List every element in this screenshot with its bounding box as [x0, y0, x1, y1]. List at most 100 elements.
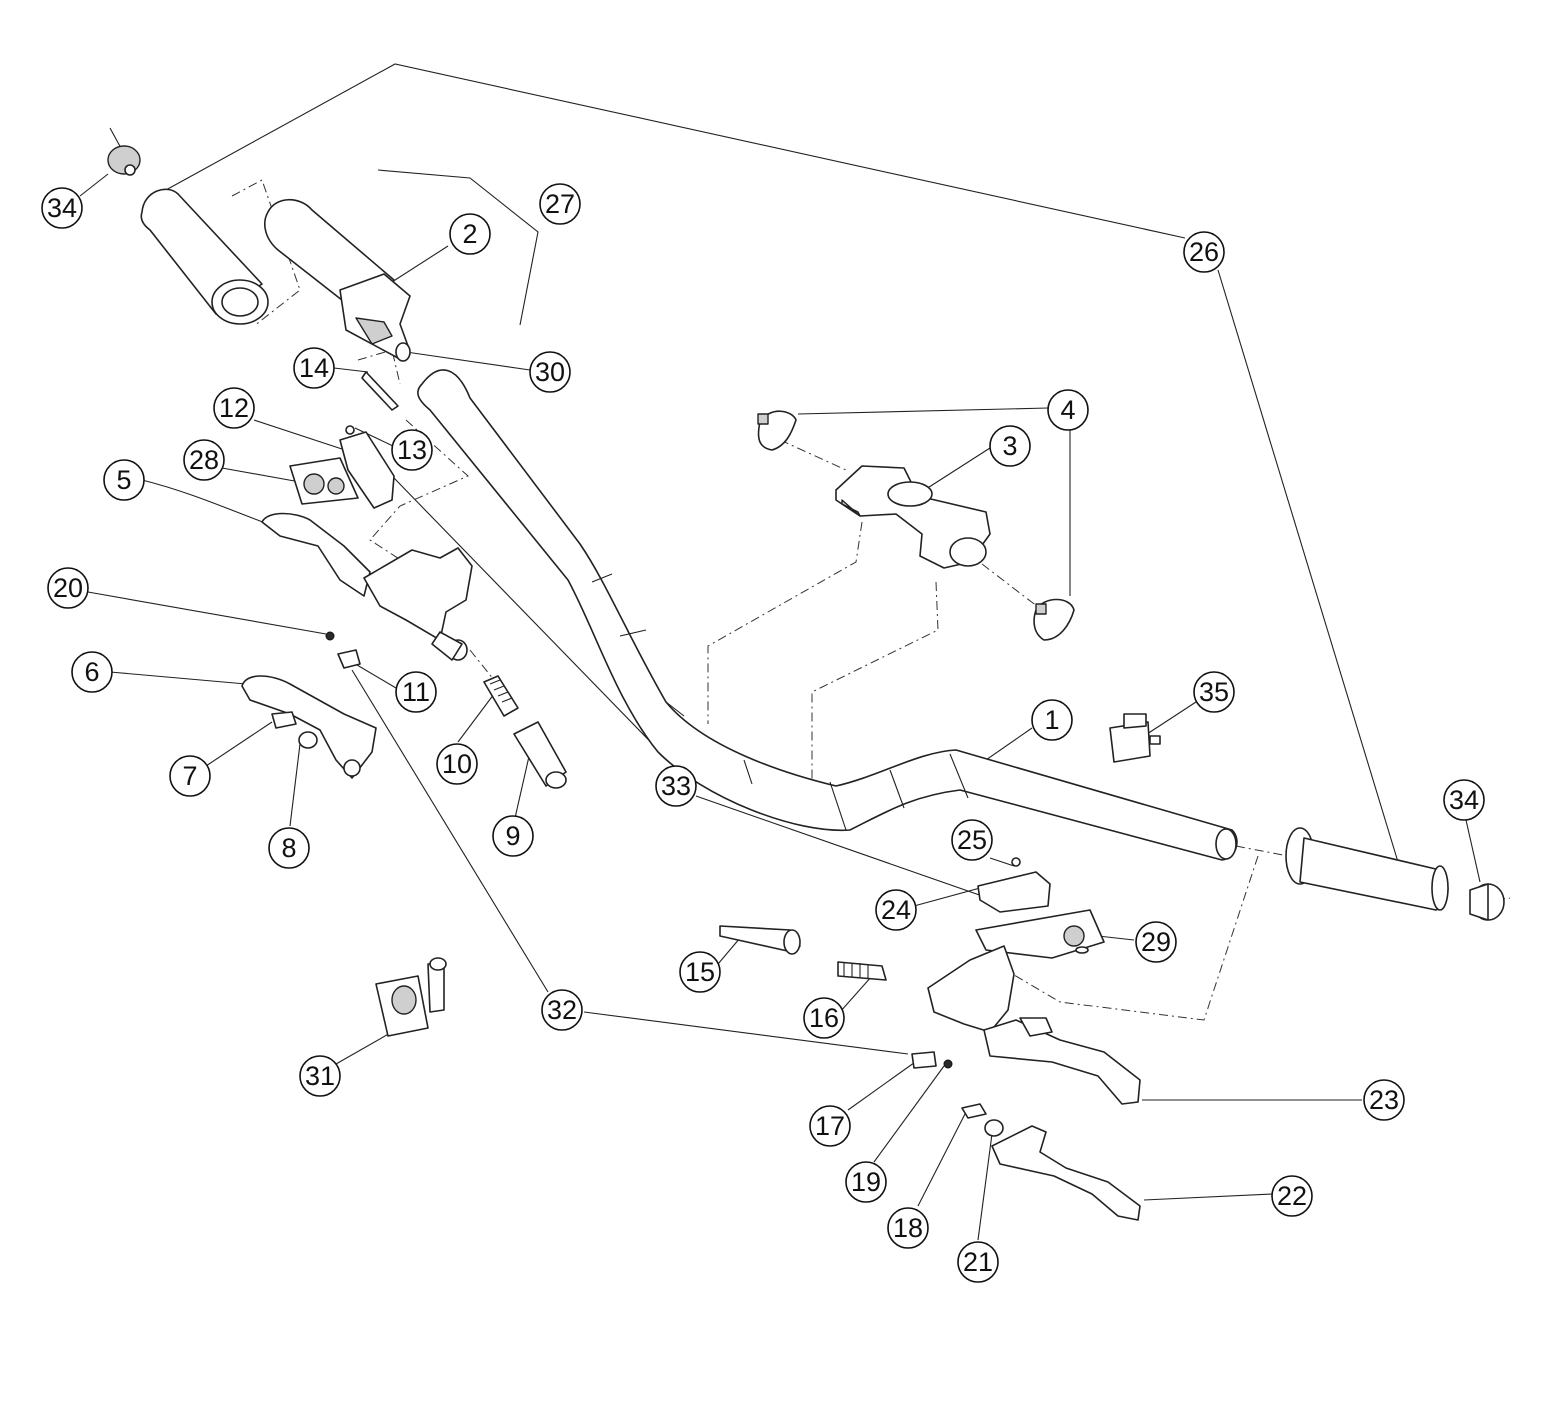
right-spring [837, 961, 887, 981]
switch-housing [375, 957, 447, 1037]
svg-text:9: 9 [505, 821, 520, 851]
callout-12: 12 [213, 387, 255, 429]
svg-text:5: 5 [116, 465, 131, 495]
callout-30: 30 [529, 351, 571, 393]
svg-text:13: 13 [397, 435, 427, 465]
svg-text:21: 21 [963, 1247, 993, 1277]
callout-29: 29 [1135, 921, 1177, 963]
callout-1: 1 [1031, 699, 1073, 741]
callout-22: 22 [1271, 1175, 1313, 1217]
callout-11: 11 [395, 671, 437, 713]
callout-21: 21 [957, 1241, 999, 1283]
left-lever-pin [271, 711, 297, 729]
callout-26: 26 [1183, 231, 1225, 273]
handlebar-tube [417, 369, 1238, 861]
svg-text:1: 1 [1044, 705, 1059, 735]
assembly-dashed-lines [231, 179, 1511, 1021]
svg-text:8: 8 [281, 833, 296, 863]
callouts: 1 2 3 4 5 6 7 8 9 10 11 12 13 14 15 16 1… [41, 183, 1485, 1283]
svg-text:34: 34 [1449, 785, 1479, 815]
callout-8: 8 [268, 827, 310, 869]
callout-23: 23 [1363, 1079, 1405, 1121]
right-brake-master-cylinder [927, 945, 1141, 1105]
left-pivot-bolt [337, 649, 361, 669]
callout-4: 4 [1047, 389, 1089, 431]
callout-19: 19 [845, 1161, 887, 1203]
callout-33: 33 [655, 765, 697, 807]
svg-text:11: 11 [402, 677, 430, 707]
callout-20: 20 [47, 567, 89, 609]
callout-2: 2 [449, 213, 491, 255]
left-grip [140, 188, 269, 325]
left-lever-washer [298, 731, 318, 749]
cable-tie-bottom [1033, 598, 1075, 641]
left-clutch-master-cylinder [261, 512, 473, 661]
callout-10: 10 [436, 743, 478, 785]
callout-27: 27 [539, 183, 581, 225]
svg-text:6: 6 [84, 657, 99, 687]
svg-text:7: 7 [182, 761, 197, 791]
leader-lines [79, 63, 1481, 1241]
callout-34-right: 34 [1443, 779, 1485, 821]
callout-18: 18 [887, 1207, 929, 1249]
svg-text:17: 17 [815, 1111, 845, 1141]
svg-text:32: 32 [547, 995, 577, 1025]
callout-5: 5 [103, 459, 145, 501]
svg-text:15: 15 [685, 957, 715, 987]
right-lever-pin [961, 1103, 987, 1119]
left-reservoir-cap [339, 425, 395, 509]
svg-text:28: 28 [189, 445, 219, 475]
parts [107, 145, 1505, 1221]
callout-24: 24 [875, 889, 917, 931]
left-clip [325, 631, 335, 641]
left-screw [361, 371, 399, 411]
callout-6: 6 [71, 651, 113, 693]
callout-13: 13 [391, 429, 433, 471]
svg-text:30: 30 [535, 357, 565, 387]
callout-31: 31 [299, 1055, 341, 1097]
cable-tie-top [757, 410, 797, 451]
svg-text:10: 10 [442, 749, 472, 779]
left-reservoir-diaphragm [289, 457, 359, 505]
callout-28: 28 [183, 439, 225, 481]
svg-text:3: 3 [1002, 431, 1017, 461]
svg-text:16: 16 [809, 1003, 839, 1033]
callout-3: 3 [989, 425, 1031, 467]
callout-17: 17 [809, 1105, 851, 1147]
right-cap-screw [1011, 857, 1021, 867]
svg-text:33: 33 [661, 771, 691, 801]
right-reservoir-cap [977, 871, 1051, 913]
callout-34-left: 34 [41, 187, 83, 229]
right-clip [943, 1059, 953, 1069]
left-lever [241, 675, 377, 779]
right-piston [719, 925, 801, 955]
svg-text:19: 19 [851, 1167, 881, 1197]
throttle-grip [264, 198, 411, 362]
svg-text:22: 22 [1277, 1181, 1307, 1211]
callout-35: 35 [1193, 671, 1235, 713]
svg-text:26: 26 [1189, 237, 1219, 267]
svg-text:4: 4 [1060, 395, 1075, 425]
callout-25: 25 [951, 819, 993, 861]
svg-text:29: 29 [1141, 927, 1171, 957]
engine-stop-switch [1109, 713, 1161, 763]
svg-text:34: 34 [47, 193, 77, 223]
svg-text:35: 35 [1199, 677, 1229, 707]
left-bar-end-cap [107, 145, 141, 176]
left-spring [483, 675, 519, 717]
callout-7: 7 [169, 755, 211, 797]
right-reservoir-diaphragm [975, 909, 1105, 959]
svg-text:14: 14 [299, 353, 329, 383]
right-lever [991, 1125, 1141, 1221]
svg-text:31: 31 [305, 1061, 335, 1091]
left-piston [513, 721, 567, 789]
callout-32: 32 [541, 989, 583, 1031]
svg-text:18: 18 [893, 1213, 923, 1243]
bar-pad-cover [835, 465, 991, 569]
svg-text:12: 12 [219, 393, 249, 423]
callout-16: 16 [803, 997, 845, 1039]
svg-text:23: 23 [1369, 1085, 1399, 1115]
right-pivot-bolt [911, 1051, 937, 1069]
right-bar-end-cap [1469, 883, 1505, 921]
